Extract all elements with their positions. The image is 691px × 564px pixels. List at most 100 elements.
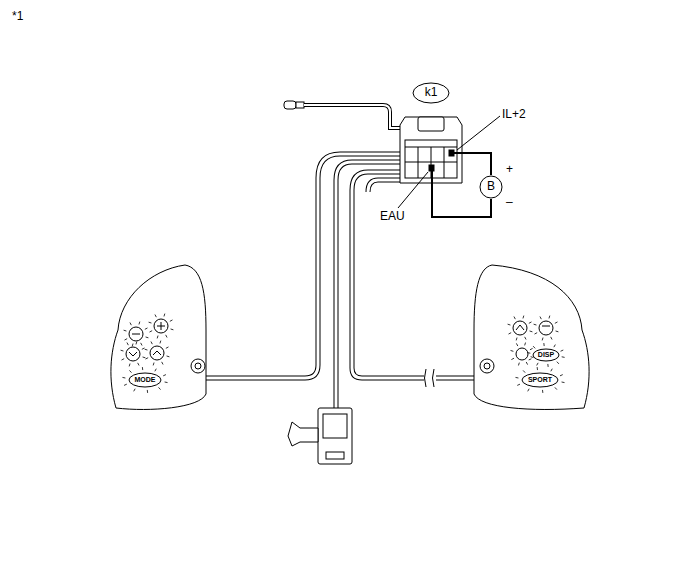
steering-switch [111, 265, 206, 409]
illumination-marks-part [125, 339, 128, 340]
illumination-marks-part [155, 369, 156, 372]
illumination-marks-part [138, 322, 140, 325]
signal-label: IL+2 [502, 108, 526, 121]
illumination-marks-part [524, 343, 526, 346]
illumination-marks-part [142, 348, 145, 349]
illumination-marks-part [146, 336, 149, 338]
illumination-marks-part [537, 363, 538, 366]
illumination-marks-part [163, 314, 165, 317]
wire-harness-part-part [368, 180, 400, 192]
illumination-marks-part [531, 356, 534, 358]
sensor-lead [284, 101, 402, 128]
illumination-marks-part [130, 323, 131, 326]
connector-housing-part [418, 117, 444, 131]
illumination-marks-part [529, 322, 532, 323]
illumination-marks-part [142, 367, 143, 370]
steering-switch-part [154, 319, 168, 333]
illumination-marks-part [516, 338, 518, 341]
sensor-lead-part [304, 105, 402, 128]
illumination-marks-part [537, 367, 538, 370]
illumination-marks-part [121, 350, 124, 352]
illumination-marks-part [511, 350, 514, 352]
illumination-marks-part [535, 333, 538, 334]
illumination-marks-part [162, 362, 163, 365]
steering-switch-part [129, 373, 161, 387]
illumination-marks-part [562, 356, 565, 358]
illumination-marks-part [165, 381, 168, 383]
meter-symbol: B [479, 175, 503, 199]
illumination-marks-part [166, 347, 169, 348]
wire-harness-part-part [205, 154, 400, 378]
illumination-marks-part [543, 343, 544, 346]
steering-switch-part [522, 373, 558, 387]
illumination-marks-part [159, 387, 161, 389]
illumination-marks-part [155, 315, 156, 318]
bottom-connector-part [323, 414, 347, 438]
bottom-connector-part [318, 408, 352, 464]
illumination-marks-part [145, 349, 148, 351]
connector-callout: k1 [412, 82, 450, 104]
illumination-marks-part [151, 342, 152, 345]
node-outline-shape [480, 176, 502, 198]
steering-switch-part [129, 352, 137, 356]
illumination-marks-part [171, 328, 174, 330]
wire-harness [205, 154, 480, 408]
node-outline-shape [413, 83, 449, 103]
wire-harness-part [205, 154, 480, 408]
illumination-marks-part [170, 320, 173, 321]
illumination-marks-part [508, 324, 511, 326]
illumination-marks-part [122, 377, 125, 379]
illumination-marks-part [129, 370, 131, 372]
button-text: MODE [135, 376, 156, 384]
illumination-marks-part [547, 364, 548, 367]
illumination-marks-part [529, 359, 532, 360]
illumination-marks-part [530, 348, 533, 349]
illumination-marks-part [560, 375, 563, 376]
illumination-marks-part [145, 328, 148, 329]
wire-harness-part-part [368, 180, 400, 192]
illumination-marks-part [522, 316, 524, 319]
button-text: DISP [538, 351, 554, 359]
illumination-marks-part [138, 363, 139, 366]
illumination-marks-part [540, 317, 541, 320]
bottom-connector-part [288, 422, 318, 446]
leader-line-part [457, 116, 500, 150]
illumination-marks-part [517, 384, 520, 385]
illumination-marks-part [518, 363, 520, 366]
wire-harness-part-part [336, 162, 400, 408]
illumination-marks-part [134, 389, 135, 392]
steering-switch-part [542, 326, 550, 327]
illumination-marks-part [509, 333, 512, 334]
steering-switch-part [516, 325, 524, 330]
steering-switch [474, 265, 589, 409]
wire-harness-part-part [336, 162, 400, 408]
illumination-marks-part [557, 362, 559, 364]
illumination-marks-part [135, 342, 137, 345]
illumination-marks-part [159, 341, 161, 344]
illumination-marks-part [542, 338, 544, 341]
node-text: k1 [412, 86, 450, 99]
steering-switch-part [539, 321, 553, 335]
button-text: SPORT [528, 376, 552, 384]
illumination-marks-part [153, 363, 155, 366]
illumination-marks-part [526, 362, 527, 365]
wire-harness-part-part [352, 172, 480, 378]
illumination-marks-part [515, 377, 518, 379]
illumination-marks-part [124, 330, 127, 332]
steering-switch-part [126, 347, 140, 361]
illumination-marks-part [143, 356, 146, 358]
illumination-marks-part [561, 350, 564, 351]
illumination-marks-part [555, 322, 558, 323]
bottom-connector-part [326, 452, 344, 459]
illumination-marks-part [527, 352, 530, 354]
sensor-lead-part [296, 102, 304, 108]
sensor-lead-part [284, 101, 296, 109]
steering-switch-part [474, 265, 589, 409]
signal-label: EAU [380, 210, 405, 223]
steering-switch-part [480, 359, 494, 373]
illumination-marks-part [157, 336, 159, 339]
note-mark: *1 [12, 10, 23, 23]
illumination-marks-part [147, 390, 148, 393]
illumination-marks-part [127, 343, 128, 346]
illumination-marks-part [122, 359, 125, 360]
